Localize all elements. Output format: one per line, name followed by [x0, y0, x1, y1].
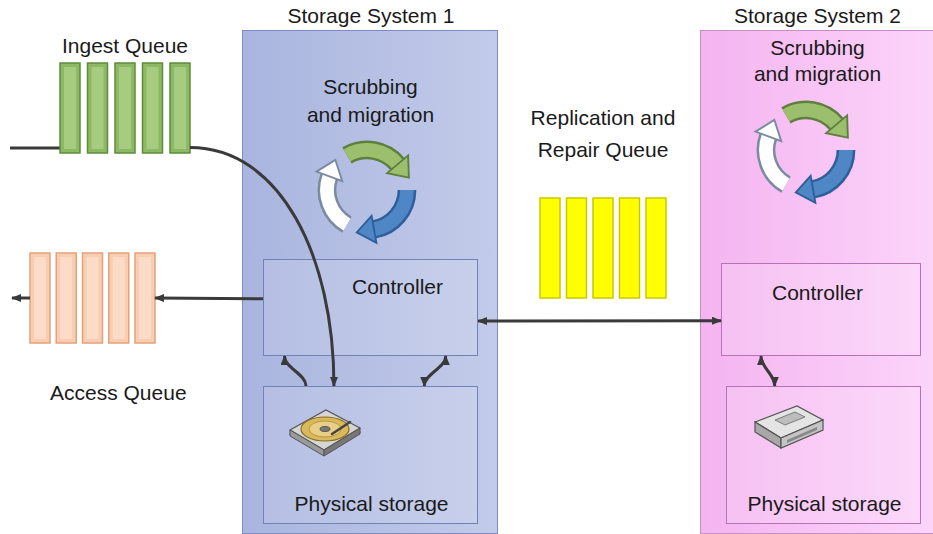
text-slot: Storage System 2: [701, 3, 933, 29]
text-slot: Controller: [352, 274, 443, 300]
physical-storage-box: Physical storage: [263, 386, 478, 524]
node-label: Ingest Queue: [40, 33, 210, 59]
cycle-icon: [756, 110, 848, 203]
flow-arrow: [12, 297, 30, 300]
queue: Replication and Repair Queue: [540, 198, 666, 298]
connector-arrow: [155, 297, 263, 301]
controller-box: Controller: [721, 263, 921, 356]
ingest-queue-bars: [60, 63, 190, 153]
text-slot: Controller: [772, 280, 863, 306]
replication-queue-bars: [540, 198, 666, 298]
text-slot: Replication and Repair Queue: [523, 102, 683, 166]
node-label: Storage System 1: [243, 3, 499, 29]
flow-line: [10, 147, 60, 150]
node-label: Access Queue: [50, 380, 187, 406]
cycle-icon: [317, 150, 409, 243]
node-label: Physical storage: [727, 491, 922, 517]
text-slot: Physical storage: [264, 491, 479, 517]
storage-system-panel: Storage System 2Scrubbing and migrationC…: [700, 30, 933, 534]
connector-arrow: [761, 356, 775, 386]
node-note: Scrubbing and migration: [305, 73, 436, 129]
text-slot: Storage System 1: [243, 3, 499, 29]
connector-arrow: [478, 319, 721, 322]
node-label: Controller: [772, 280, 863, 306]
node-label: Storage System 2: [701, 3, 933, 29]
hard-disk-icon: [290, 410, 360, 456]
node-label: Physical storage: [264, 491, 479, 517]
connector-arrow: [424, 356, 446, 386]
text-slot: Physical storage: [727, 491, 922, 517]
node-label: Controller: [352, 274, 443, 300]
node-label: Replication and Repair Queue: [523, 102, 683, 166]
connector-arrow: [285, 356, 307, 386]
text-slot: Access Queue: [50, 380, 187, 406]
text-slot: Ingest Queue: [40, 33, 210, 59]
physical-storage-box: Physical storage: [726, 386, 921, 524]
queue: Access Queue: [30, 253, 155, 343]
controller-box: Controller: [263, 259, 478, 356]
text-slot: Scrubbing and migration: [305, 73, 436, 129]
text-slot: Scrubbing and migration: [752, 35, 883, 87]
queue: Ingest Queue: [60, 63, 190, 153]
connector-arrow: [190, 148, 334, 386]
node-note: Scrubbing and migration: [752, 35, 883, 87]
storage-system-panel: Storage System 1Scrubbing and migrationC…: [242, 30, 498, 534]
access-queue-bars: [30, 253, 155, 343]
tape-cartridge-icon: [755, 406, 823, 448]
